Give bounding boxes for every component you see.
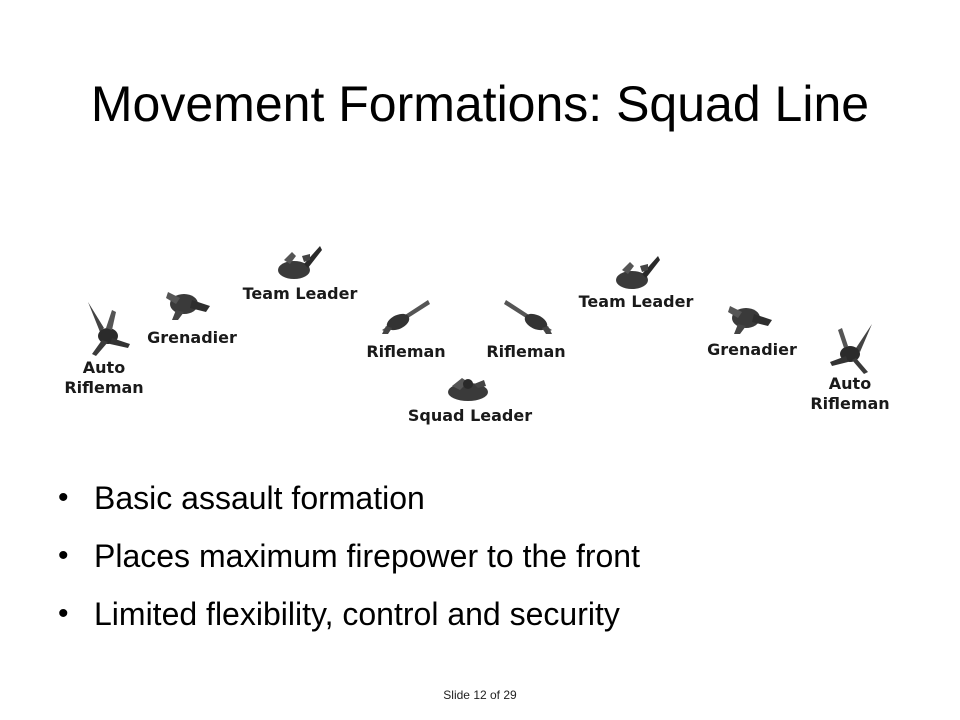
bullet-dot-icon: • bbox=[58, 597, 69, 630]
soldier-rifle-icon bbox=[378, 296, 434, 336]
label-line: Rifleman bbox=[64, 378, 144, 397]
soldier-rifle-icon bbox=[500, 296, 556, 336]
figure-label-rifleman-right: Rifleman bbox=[486, 342, 566, 361]
figure-label-grenadier-right: Grenadier bbox=[707, 340, 797, 359]
bullet-item: • Limited flexibility, control and secur… bbox=[58, 594, 640, 634]
figure-label-team-leader-left: Team Leader bbox=[242, 284, 358, 303]
bullet-item: • Basic assault formation bbox=[58, 478, 640, 518]
soldier-prone-icon bbox=[824, 320, 878, 376]
figure-label-grenadier-left: Grenadier bbox=[147, 328, 237, 347]
soldier-kneeling-icon bbox=[612, 252, 662, 292]
bullet-dot-icon: • bbox=[58, 481, 69, 514]
soldier-kneeling-icon bbox=[274, 242, 324, 282]
figure-label-auto-rifleman-right: Auto Rifleman bbox=[798, 374, 902, 414]
bullet-dot-icon: • bbox=[58, 539, 69, 572]
slide-title: Movement Formations: Squad Line bbox=[90, 76, 870, 132]
bullet-text: Places maximum firepower to the front bbox=[94, 538, 640, 574]
bullet-item: • Places maximum firepower to the front bbox=[58, 536, 640, 576]
figure-label-auto-rifleman-left: Auto Rifleman bbox=[52, 358, 156, 398]
slide-number: Slide 12 of 29 bbox=[443, 688, 517, 702]
figure-label-team-leader-right: Team Leader bbox=[578, 292, 694, 311]
bullet-list: • Basic assault formation • Places maxim… bbox=[58, 478, 640, 652]
soldier-crouching-icon bbox=[724, 296, 776, 336]
bullet-text: Limited flexibility, control and securit… bbox=[94, 596, 620, 632]
figure-label-rifleman-left: Rifleman bbox=[366, 342, 446, 361]
label-line: Rifleman bbox=[810, 394, 890, 413]
soldier-crouching-icon bbox=[162, 282, 214, 322]
soldier-prone-icon bbox=[82, 298, 136, 358]
figure-label-squad-leader: Squad Leader bbox=[407, 406, 533, 425]
bullet-text: Basic assault formation bbox=[94, 480, 425, 516]
label-line: Auto bbox=[82, 358, 126, 377]
label-line: Auto bbox=[828, 374, 872, 393]
soldier-leader-icon bbox=[442, 372, 494, 406]
